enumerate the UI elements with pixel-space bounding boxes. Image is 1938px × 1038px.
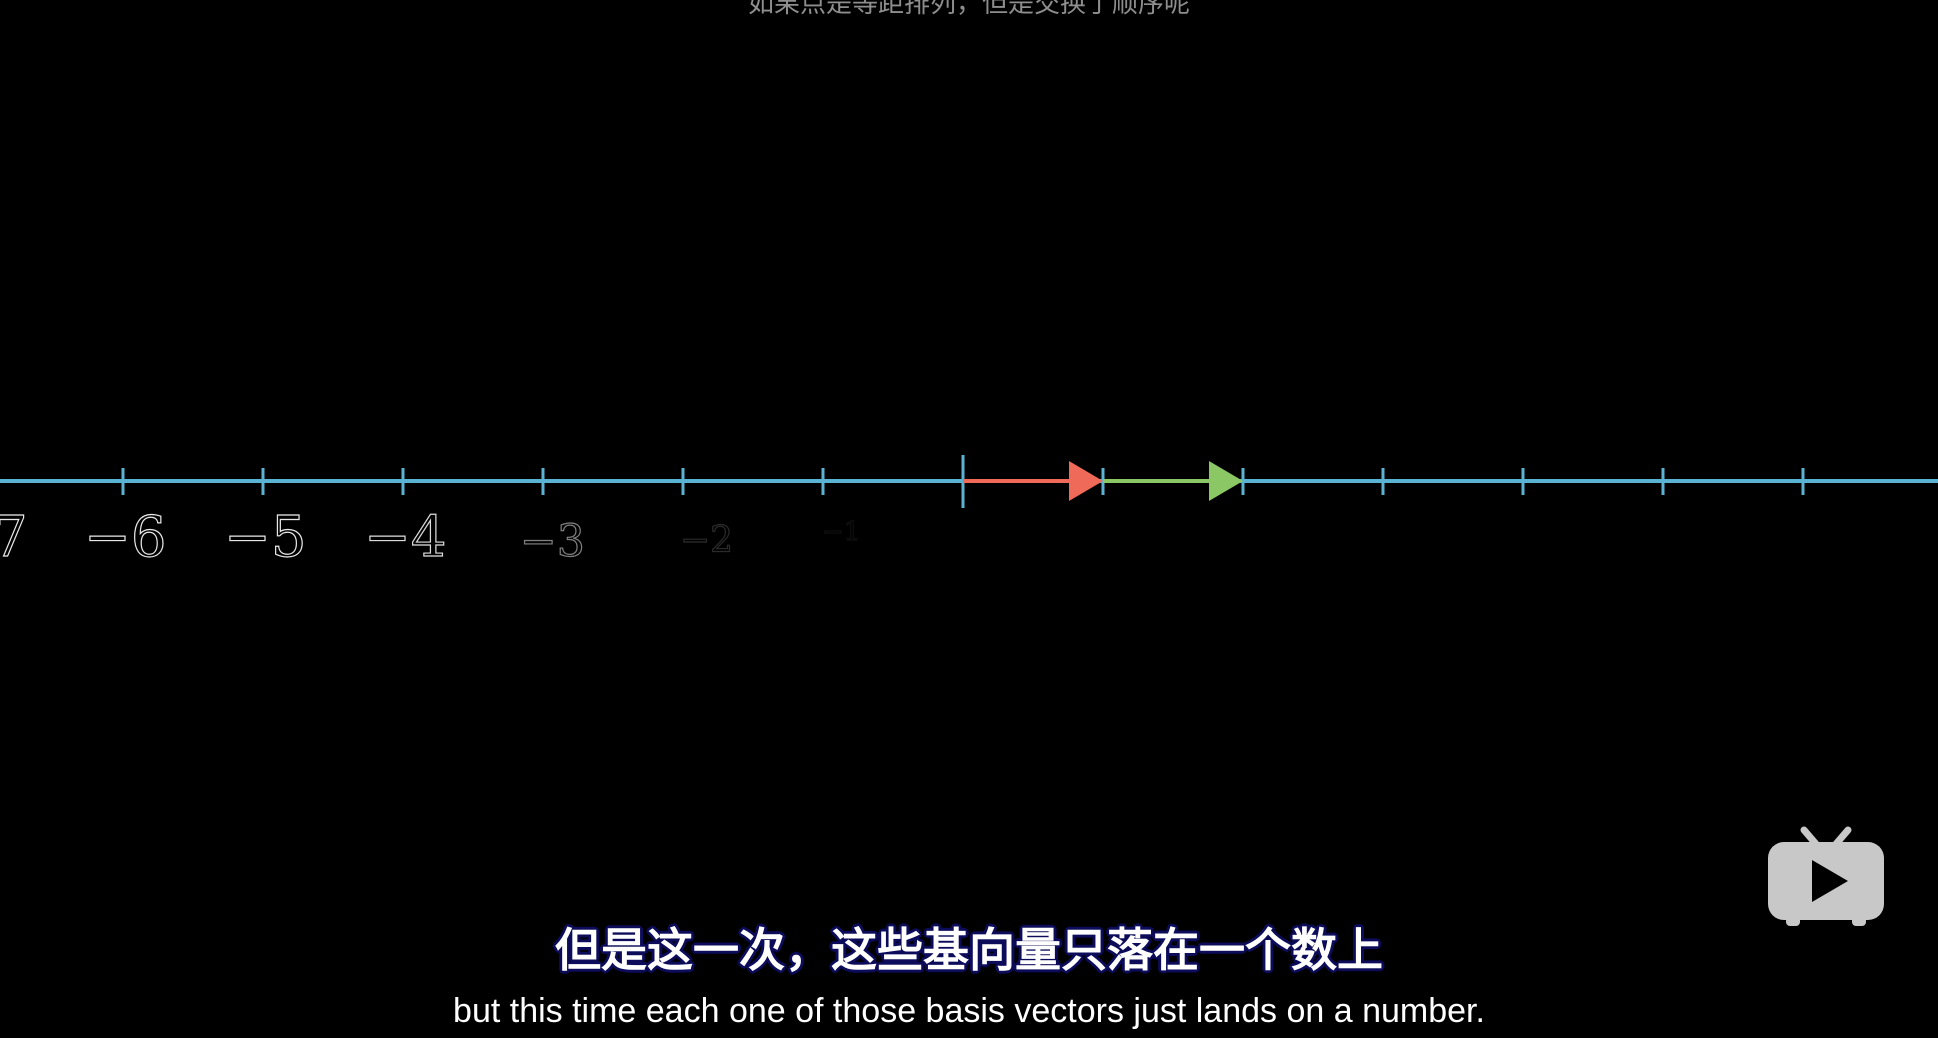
red-basis-vector [963, 461, 1103, 501]
tick-label: −3 [520, 516, 585, 567]
green-basis-vector [1103, 461, 1243, 501]
tick-label: −5 [224, 505, 307, 570]
subtitle-chinese: 但是这一次，这些基向量只落在一个数上 [555, 923, 1383, 977]
tick-label: −2 [680, 520, 733, 561]
tv-play-icon[interactable] [1766, 824, 1886, 928]
tick-label: 7 [0, 505, 28, 570]
tick-label: −4 [364, 505, 447, 570]
tick-label: −1 [822, 517, 860, 547]
tick-label: −6 [84, 505, 167, 570]
subtitle-english: but this time each one of those basis ve… [453, 992, 1485, 1030]
tick-labels: 7 −6 −5 −4 −3 −2 −1 [0, 504, 861, 570]
top-caption: 如果点是等距排列，但是交换了顺序呢 [747, 0, 1190, 19]
